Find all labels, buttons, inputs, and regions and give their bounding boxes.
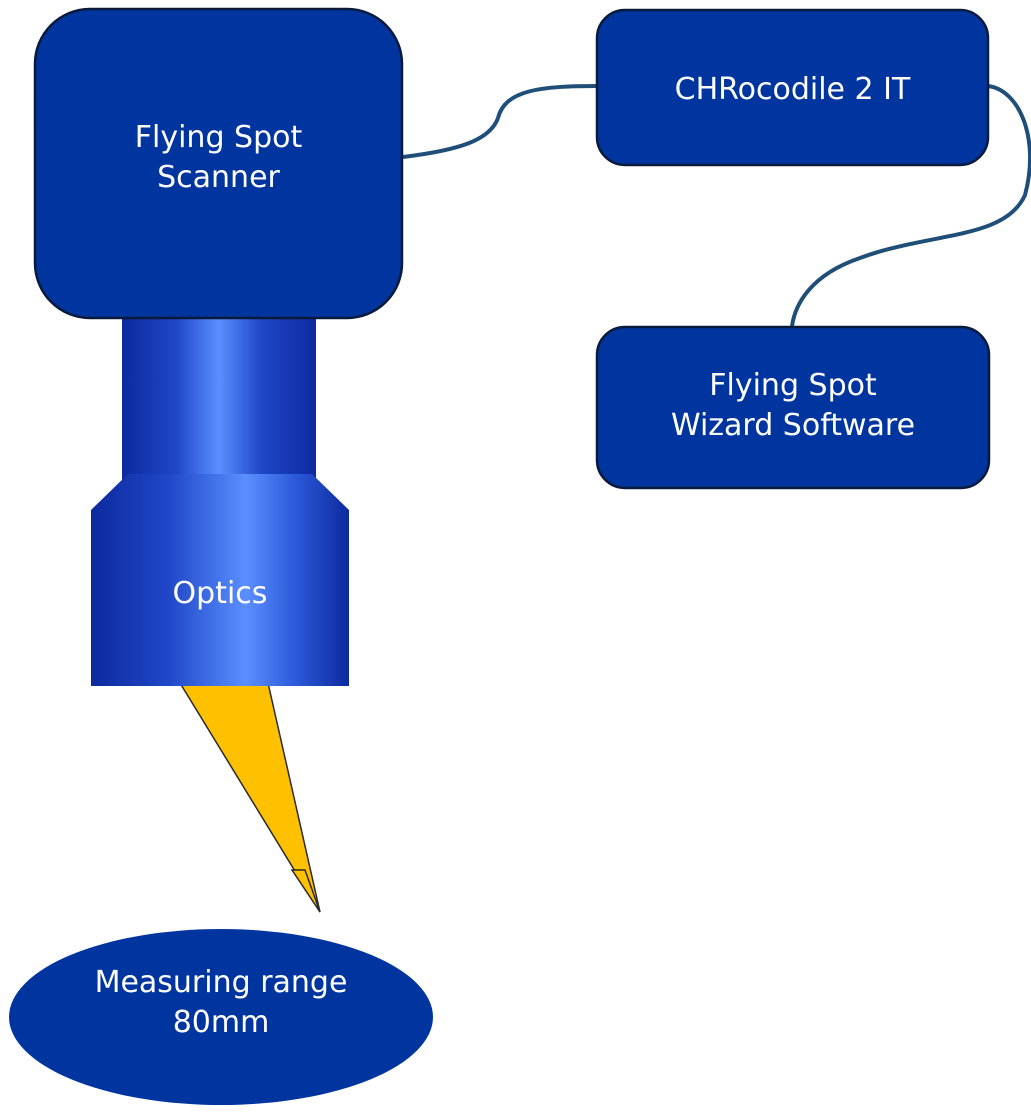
light-beam-tip [290,869,321,913]
scanner-tube [122,305,316,483]
measuring-range-text: Measuring range 80mm [9,963,433,1043]
measuring-range-line2: 80mm [172,1005,270,1040]
software-box [595,325,991,490]
optics-label: Optics [91,574,349,614]
scanner-label-line1: Flying Spot [134,120,303,155]
scanner-label: Flying Spot Scanner [35,118,402,198]
software-label-line2: Wizard Software [670,408,916,443]
optics-label-text: Optics [172,576,268,611]
software-label-line1: Flying Spot [709,368,877,403]
scanner-label-line2: Scanner [157,160,280,195]
controller-box [595,8,990,167]
controller-label: CHRocodile 2 IT [597,70,988,110]
controller-label-text: CHRocodile 2 IT [674,72,911,107]
measuring-range-ellipse [9,929,433,1105]
cable-scanner-to-controller [402,84,599,159]
software-label: Flying Spot Wizard Software [597,366,989,446]
measuring-range-line1: Measuring range [94,965,348,1000]
scanner-box [33,7,404,320]
cable-controller-to-software [790,84,1031,327]
optics-body [91,474,349,686]
